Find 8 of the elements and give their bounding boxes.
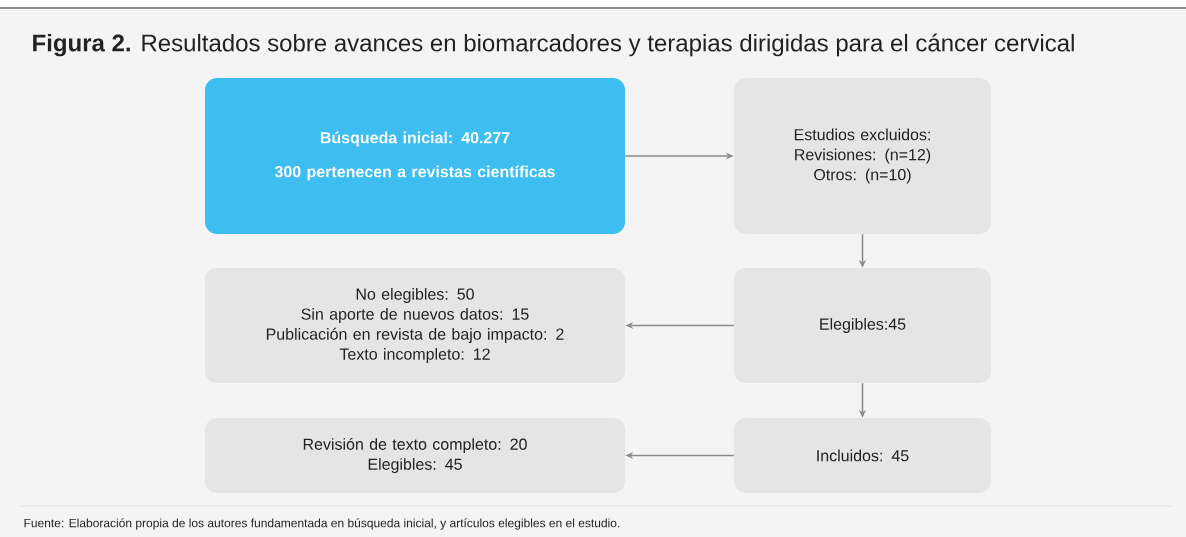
process-box: Búsqueda inicial: 40.277 300 pertenecen a revistas científicas [205, 78, 625, 234]
source-note: Fuente: Elaboración propia de los autores fundamentada en búsqueda inicial, y artículos elegibles en el estudio. [24, 518, 620, 530]
process-box: Elegibles:45 [734, 268, 991, 383]
process-box: No elegibles: 50 Sin aporte de nuevos datos: 15 Publicación en revista de bajo impacto: 2 Texto incompleto: 12 [205, 268, 625, 383]
process-box: Estudios excluidos: Revisiones: (n=12) Otros: (n=10) [734, 78, 991, 234]
figure-title: Figura 2. Resultados sobre avances en biomarcadores y terapias dirigidas para el cáncer cervical [33, 33, 1074, 57]
process-box: Revisión de texto completo: 20 Elegibles: 45 [205, 418, 625, 493]
process-box: Incluidos: 45 [734, 418, 991, 493]
